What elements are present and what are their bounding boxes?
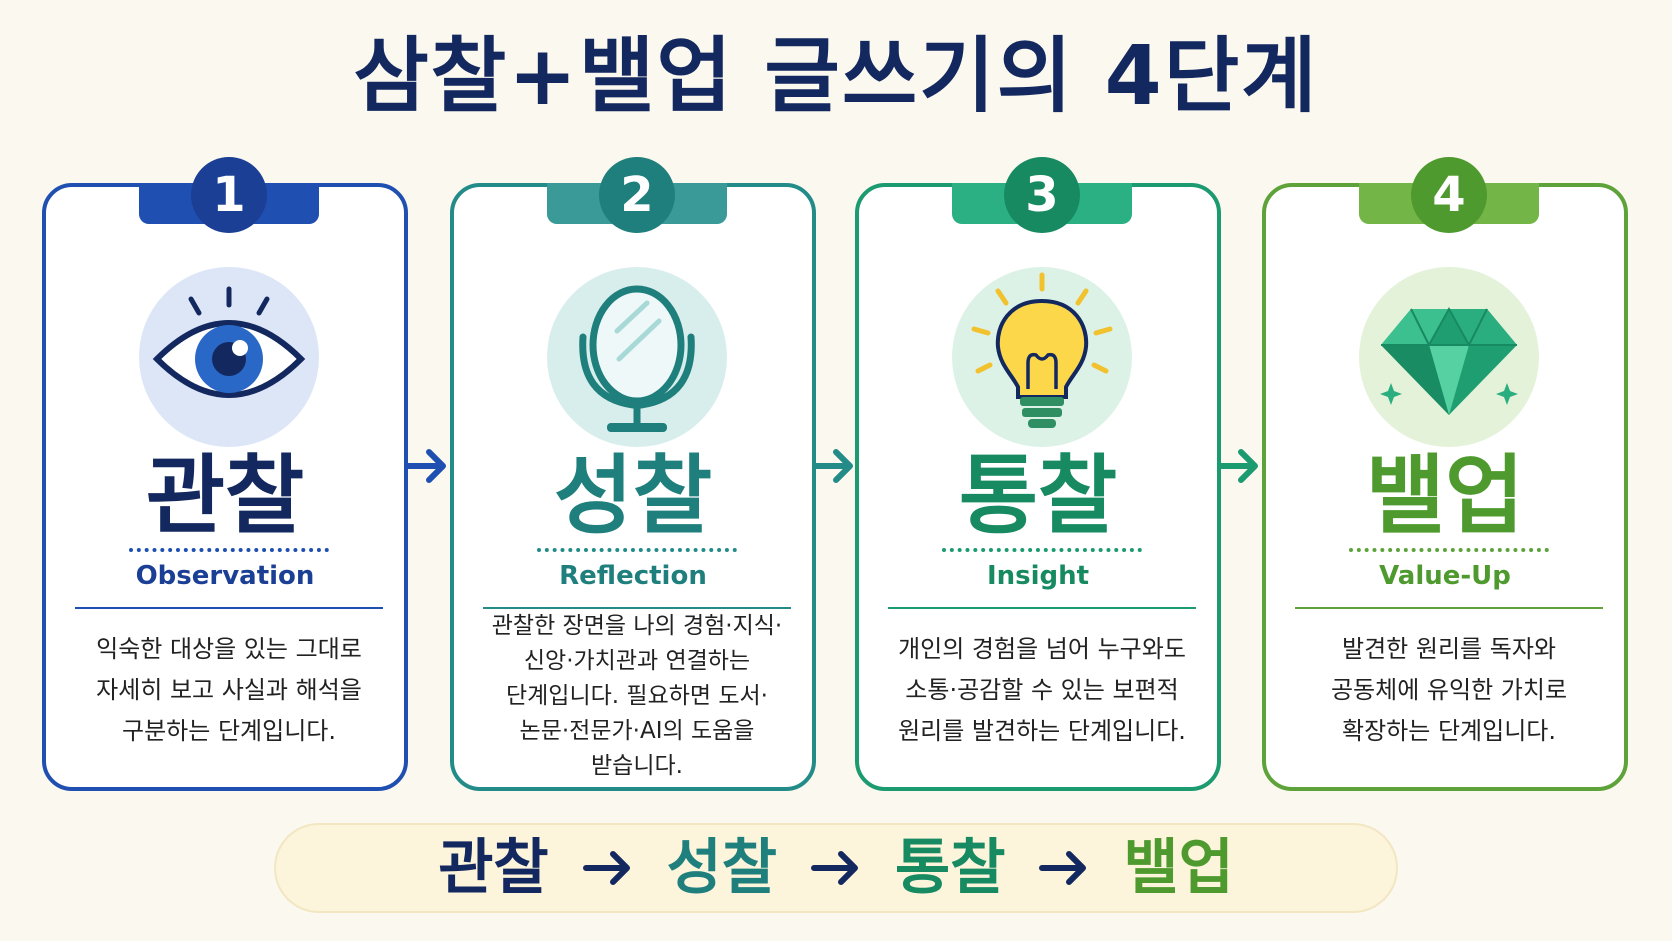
step-name: 밸업 — [1365, 446, 1525, 546]
step-card-observation: 1 관찰 Observation 익숙한 대상을 있는 그대로 자세히 보고 사… — [42, 157, 408, 791]
description-line: 원리를 발견하는 단계입니다. — [898, 717, 1186, 745]
eye-icon — [139, 267, 319, 447]
mirror-icon — [547, 267, 727, 447]
description-line: 관찰한 장면을 나의 경험·지식· — [491, 613, 783, 639]
step-number-badge: 1 — [191, 157, 267, 233]
description-line: 신앙·가치관과 연결하는 — [523, 648, 751, 674]
description-line: 확장하는 단계입니다. — [1342, 717, 1556, 745]
description-line: 자세히 보고 사실과 해석을 — [96, 676, 362, 704]
dotted-divider — [942, 548, 1142, 552]
diamond-icon — [1359, 267, 1539, 447]
flow-step-observation: 관찰 — [438, 833, 549, 903]
flow-summary-bar: 관찰 성찰 통찰 밸업 — [274, 823, 1398, 913]
arrow-right-icon — [582, 848, 633, 888]
step-english-name: Value-Up — [1379, 561, 1511, 591]
description-line: 개인의 경험을 넘어 누구와도 — [898, 635, 1186, 663]
description-line: 논문·전문가·AI의 도움을 — [519, 718, 755, 744]
description-line: 공동체에 유익한 가치로 — [1330, 676, 1568, 704]
description-line: 소통·공감할 수 있는 보편적 — [905, 676, 1179, 704]
description-line: 구분하는 단계입니다. — [122, 717, 336, 745]
step-number-badge: 2 — [599, 157, 675, 233]
arrow-right-icon — [812, 448, 856, 484]
divider — [75, 607, 383, 609]
dotted-divider — [1349, 548, 1549, 552]
step-english-name: Insight — [986, 561, 1090, 591]
page-title: 삼찰+밸업 글쓰기의 4단계 — [353, 29, 1319, 124]
step-card-reflection: 2 성찰 Reflection 관찰한 장면을 나의 경험·지식· 신앙·가치관… — [450, 157, 816, 791]
step-description: 발견한 원리를 독자와 공동체에 유익한 가치로 확장하는 단계입니다. — [1284, 629, 1614, 752]
arrow-right-icon — [405, 448, 449, 484]
flow-step-value-up: 밸업 — [1123, 833, 1234, 903]
divider — [1295, 607, 1603, 609]
description-line: 익숙한 대상을 있는 그대로 — [96, 635, 362, 663]
description-line: 받습니다. — [591, 753, 683, 779]
dotted-divider — [537, 548, 737, 552]
step-name: 관찰 — [145, 446, 305, 546]
step-card-value-up: 4 밸업 Value-Up 발견한 원리를 독자와 공동체에 유익한 가치로 확… — [1262, 157, 1628, 791]
step-card-insight: 3 통찰 Insight 개인의 경험을 넘어 누구와도 소통·공감할 수 있는… — [855, 157, 1221, 791]
step-description: 익숙한 대상을 있는 그대로 자세히 보고 사실과 해석을 구분하는 단계입니다… — [64, 629, 394, 752]
arrow-right-icon — [1217, 448, 1261, 484]
flow-step-insight: 통찰 — [895, 833, 1006, 903]
step-english-name: Reflection — [559, 561, 707, 591]
arrow-right-icon — [811, 848, 861, 888]
divider — [888, 607, 1196, 609]
step-description: 개인의 경험을 넘어 누구와도 소통·공감할 수 있는 보편적 원리를 발견하는… — [877, 629, 1207, 752]
arrow-right-icon — [1039, 848, 1089, 888]
divider — [483, 607, 791, 609]
description-line: 단계입니다. 필요하면 도서· — [505, 683, 768, 709]
step-number-badge: 3 — [1004, 157, 1080, 233]
description-line: 발견한 원리를 독자와 — [1342, 635, 1556, 663]
step-number-badge: 4 — [1411, 157, 1487, 233]
dotted-divider — [129, 548, 329, 552]
step-description: 관찰한 장면을 나의 경험·지식· 신앙·가치관과 연결하는 단계입니다. 필요… — [472, 609, 802, 784]
flow-step-reflection: 성찰 — [666, 833, 777, 903]
step-english-name: Observation — [135, 561, 315, 591]
step-name: 성찰 — [553, 446, 713, 546]
lightbulb-icon — [952, 267, 1132, 447]
step-name: 통찰 — [958, 446, 1118, 546]
